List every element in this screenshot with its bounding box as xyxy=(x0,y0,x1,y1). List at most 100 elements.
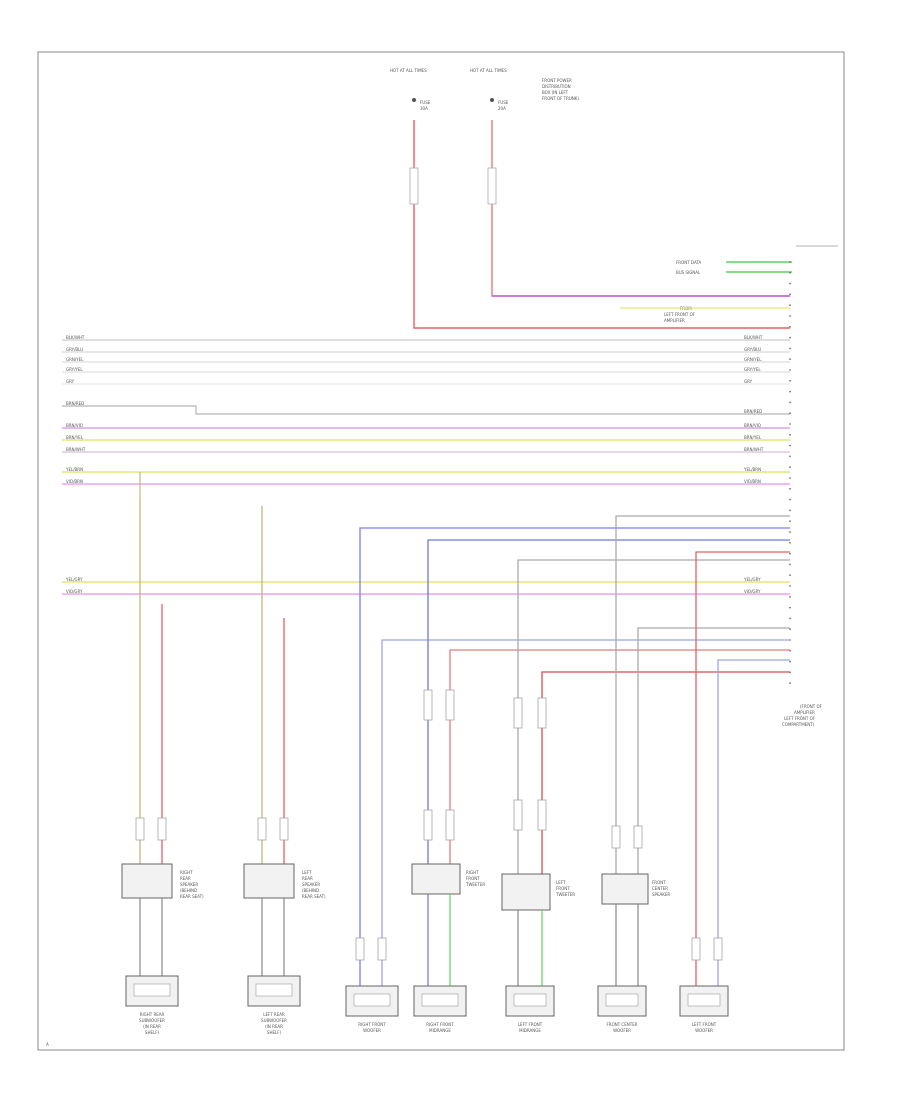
svg-text:REAR: REAR xyxy=(302,876,313,881)
svg-text:FUSE: FUSE xyxy=(498,100,509,105)
svg-text:GRY: GRY xyxy=(66,379,75,384)
bus-lines: BLK/WHTBLK/WHTBLK/WHTGRY/BLUGRY/BLUGRY/B… xyxy=(62,335,790,385)
svg-text:GRY/YEL: GRY/YEL xyxy=(66,367,83,372)
svg-text:CENTER: CENTER xyxy=(652,886,668,891)
svg-text:BRN/RED: BRN/RED xyxy=(66,401,84,406)
svg-text:(BEHIND: (BEHIND xyxy=(180,888,197,893)
svg-text:BRN/VIO: BRN/VIO xyxy=(744,423,761,428)
svg-text:REAR SEAT): REAR SEAT) xyxy=(302,894,326,899)
svg-text:YEL/GRY: YEL/GRY xyxy=(65,577,83,582)
svg-text:SUBWOOFER: SUBWOOFER xyxy=(139,1018,165,1023)
svg-text:GRY: GRY xyxy=(744,379,753,384)
svg-text:FRONT POWER: FRONT POWER xyxy=(542,78,572,83)
svg-text:HOT AT ALL TIMES: HOT AT ALL TIMES xyxy=(470,68,507,73)
diagram-frame xyxy=(37,51,845,1051)
svg-text:30A: 30A xyxy=(420,106,428,111)
svg-text:FRONT OF TRUNK): FRONT OF TRUNK) xyxy=(542,96,579,101)
svg-text:BOX (IN LEFT: BOX (IN LEFT xyxy=(542,90,569,95)
speaker-line: VIO/BRN VIO/BRN xyxy=(62,479,790,485)
svg-text:FRONT: FRONT xyxy=(466,876,480,881)
data-bus-inputs: FRONT DATA BUS SIGNAL xyxy=(676,245,838,275)
svg-text:GRY/BLU: GRY/BLU xyxy=(744,347,761,352)
svg-text:COMPARTMENT): COMPARTMENT) xyxy=(782,722,815,727)
svg-text:LEFT FRONT OF: LEFT FRONT OF xyxy=(664,312,696,317)
svg-text:YEL/BRN: YEL/BRN xyxy=(65,467,83,472)
svg-text:VIO/GRY: VIO/GRY xyxy=(744,589,761,594)
svg-text:BLK/WHT: BLK/WHT xyxy=(744,335,763,340)
amp-connector-label: FROM LEFT FRONT OF AMPLIFIER xyxy=(620,306,790,323)
svg-text:GRN/YEL: GRN/YEL xyxy=(744,357,762,362)
svg-text:GRY/YEL: GRY/YEL xyxy=(744,367,761,372)
svg-text:LEFT REAR: LEFT REAR xyxy=(263,1012,285,1017)
svg-text:VIO/BRN: VIO/BRN xyxy=(744,479,761,484)
svg-text:WOOFER: WOOFER xyxy=(363,1028,381,1033)
component-wires xyxy=(139,500,790,994)
svg-text:MIDRANGE: MIDRANGE xyxy=(519,1028,541,1033)
svg-text:20A: 20A xyxy=(498,106,506,111)
colored-line: BRN/WHT BRN/WHT xyxy=(62,447,790,453)
svg-text:(BEHIND: (BEHIND xyxy=(302,888,319,893)
amp-bottom-label: (FRONT OF AMPLIFIER LEFT FRONT OF COMPAR… xyxy=(782,704,823,727)
svg-text:RIGHT FRONT: RIGHT FRONT xyxy=(426,1022,454,1027)
speaker-line: YEL/BRN YEL/BRN xyxy=(62,467,790,473)
svg-text:BRN/WHT: BRN/WHT xyxy=(66,447,86,452)
svg-text:(IN REAR: (IN REAR xyxy=(143,1024,161,1029)
right-fuse-note: FRONT POWER DISTRIBUTION BOX (IN LEFT FR… xyxy=(542,78,579,101)
svg-text:DISTRIBUTION: DISTRIBUTION xyxy=(542,84,571,89)
colored-line: BRN/YEL BRN/YEL xyxy=(62,435,790,441)
wire-feed-pink xyxy=(491,120,790,297)
svg-text:WOOFER: WOOFER xyxy=(695,1028,713,1033)
svg-text:LEFT FRONT OF: LEFT FRONT OF xyxy=(784,716,816,721)
svg-text:(IN REAR: (IN REAR xyxy=(265,1024,283,1029)
svg-text:GRY/BLU: GRY/BLU xyxy=(66,347,83,352)
svg-text:BRN/WHT: BRN/WHT xyxy=(744,447,764,452)
svg-text:(FRONT OF: (FRONT OF xyxy=(800,704,823,709)
svg-text:RIGHT FRONT: RIGHT FRONT xyxy=(358,1022,386,1027)
front-center-speaker: FRONT CENTER SPEAKER xyxy=(601,873,670,986)
svg-text:SHELF): SHELF) xyxy=(267,1030,282,1035)
left-fuse: HOT AT ALL TIMES FUSE 30A xyxy=(390,68,431,111)
svg-text:BRN/YEL: BRN/YEL xyxy=(744,435,762,440)
right-front-tweeter: RIGHT FRONT TWEETER xyxy=(411,863,485,986)
bus-line: GRYGRYGRY xyxy=(62,379,790,385)
svg-text:LEFT: LEFT xyxy=(302,870,312,875)
svg-text:GRN/YEL: GRN/YEL xyxy=(66,357,84,362)
svg-text:WOOFER: WOOFER xyxy=(613,1028,631,1033)
svg-text:LEFT: LEFT xyxy=(556,880,566,885)
svg-text:RIGHT: RIGHT xyxy=(466,870,479,875)
svg-text:REAR SEAT): REAR SEAT) xyxy=(180,894,204,899)
svg-text:RIGHT: RIGHT xyxy=(180,870,193,875)
svg-text:YEL/BRN: YEL/BRN xyxy=(743,467,761,472)
svg-text:FUSE: FUSE xyxy=(420,100,431,105)
left-front-tweeter: LEFT FRONT TWEETER xyxy=(501,873,575,986)
svg-text:BUS SIGNAL: BUS SIGNAL xyxy=(676,270,701,275)
svg-text:YEL/GRY: YEL/GRY xyxy=(743,577,761,582)
svg-text:SPEAKER: SPEAKER xyxy=(180,882,198,887)
svg-text:LEFT FRONT: LEFT FRONT xyxy=(692,1022,717,1027)
svg-text:VIO/BRN: VIO/BRN xyxy=(66,479,83,484)
right-fuse: HOT AT ALL TIMES FUSE 20A xyxy=(470,68,509,111)
svg-text:BRN/YEL: BRN/YEL xyxy=(66,435,84,440)
svg-text:VIO/GRY: VIO/GRY xyxy=(66,589,83,594)
colored-line: BRN/RED BRN/RED xyxy=(62,401,790,415)
left-rear-speaker: LEFT REAR SPEAKER (BEHIND REAR SEAT) xyxy=(243,863,326,976)
connector-marks xyxy=(135,689,723,961)
svg-text:FRONT: FRONT xyxy=(556,886,570,891)
svg-text:SUBWOOFER: SUBWOOFER xyxy=(261,1018,287,1023)
svg-text:TWEETER: TWEETER xyxy=(465,882,485,887)
footer-code: A xyxy=(46,1042,49,1047)
svg-text:BRN/RED: BRN/RED xyxy=(744,409,762,414)
